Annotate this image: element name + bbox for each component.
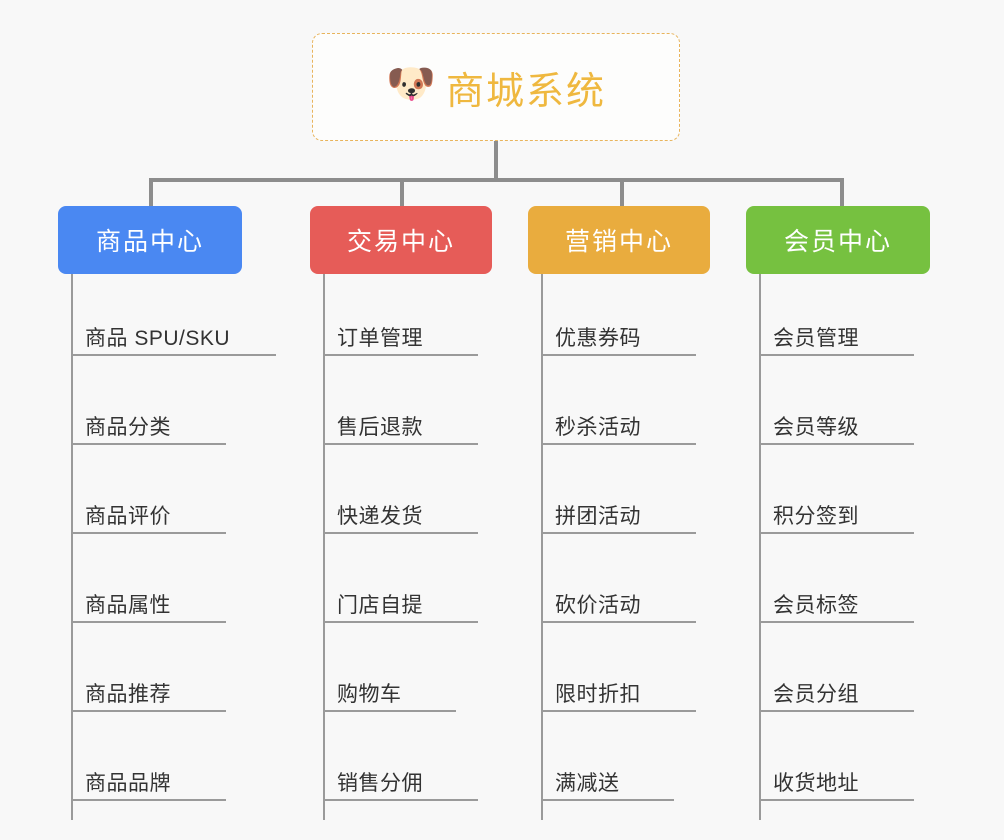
leaf-rail-4 bbox=[759, 274, 761, 820]
leaf-item[interactable]: 商品属性 bbox=[71, 577, 226, 623]
leaf-label: 收货地址 bbox=[773, 771, 859, 795]
leaf-item[interactable]: 商品 SPU/SKU bbox=[71, 310, 276, 356]
leaf-item[interactable]: 积分签到 bbox=[759, 488, 914, 534]
category-label-4: 会员中心 bbox=[783, 228, 892, 256]
leaf-item[interactable]: 会员管理 bbox=[759, 310, 914, 356]
leaf-rail-1 bbox=[71, 274, 73, 820]
leaf-rail-2 bbox=[323, 274, 325, 820]
category-box-3[interactable]: 营销中心 bbox=[528, 206, 710, 274]
leaf-item[interactable]: 拼团活动 bbox=[541, 488, 696, 534]
leaf-label: 商品 SPU/SKU bbox=[85, 326, 231, 350]
leaf-item[interactable]: 优惠券码 bbox=[541, 310, 696, 356]
category-drop-connector-4 bbox=[840, 178, 844, 208]
leaf-item[interactable]: 砍价活动 bbox=[541, 577, 696, 623]
category-box-1[interactable]: 商品中心 bbox=[58, 206, 242, 274]
leaf-label: 会员管理 bbox=[773, 326, 859, 350]
leaf-label: 商品评价 bbox=[85, 504, 171, 528]
category-drop-connector-3 bbox=[620, 178, 624, 208]
leaf-item[interactable]: 购物车 bbox=[323, 666, 456, 712]
shiba-inu-dog-face-icon: 🐶 bbox=[385, 62, 436, 106]
leaf-label: 商品推荐 bbox=[85, 682, 171, 706]
leaf-item[interactable]: 门店自提 bbox=[323, 577, 478, 623]
leaf-item[interactable]: 销售分佣 bbox=[323, 755, 478, 801]
leaf-label: 订单管理 bbox=[337, 326, 423, 350]
leaf-label: 会员等级 bbox=[773, 415, 859, 439]
leaf-item[interactable]: 商品推荐 bbox=[71, 666, 226, 712]
leaf-label: 商品分类 bbox=[85, 415, 171, 439]
leaf-item[interactable]: 商品品牌 bbox=[71, 755, 226, 801]
leaf-item[interactable]: 会员等级 bbox=[759, 399, 914, 445]
leaf-label: 积分签到 bbox=[773, 504, 859, 528]
category-label-1: 商品中心 bbox=[95, 228, 204, 256]
category-bus-connector bbox=[150, 178, 844, 182]
leaf-item[interactable]: 快递发货 bbox=[323, 488, 478, 534]
leaf-label: 限时折扣 bbox=[555, 682, 641, 706]
leaf-label: 优惠券码 bbox=[555, 326, 641, 350]
category-label-2: 交易中心 bbox=[346, 228, 455, 256]
leaf-item[interactable]: 商品评价 bbox=[71, 488, 226, 534]
root-stem-connector bbox=[494, 141, 498, 181]
category-drop-connector-1 bbox=[149, 178, 153, 208]
root-node-title: 商城系统 bbox=[445, 70, 606, 113]
leaf-item[interactable]: 售后退款 bbox=[323, 399, 478, 445]
leaf-item[interactable]: 会员标签 bbox=[759, 577, 914, 623]
leaf-label: 砍价活动 bbox=[555, 593, 641, 617]
category-label-3: 营销中心 bbox=[564, 228, 673, 256]
category-drop-connector-2 bbox=[400, 178, 404, 208]
leaf-rail-3 bbox=[541, 274, 543, 820]
leaf-label: 拼团活动 bbox=[555, 504, 641, 528]
leaf-label: 售后退款 bbox=[337, 415, 423, 439]
category-box-4[interactable]: 会员中心 bbox=[746, 206, 930, 274]
leaf-label: 商品属性 bbox=[85, 593, 171, 617]
leaf-item[interactable]: 会员分组 bbox=[759, 666, 914, 712]
leaf-item[interactable]: 收货地址 bbox=[759, 755, 914, 801]
leaf-label: 销售分佣 bbox=[337, 771, 423, 795]
leaf-item[interactable]: 限时折扣 bbox=[541, 666, 696, 712]
leaf-item[interactable]: 满减送 bbox=[541, 755, 674, 801]
leaf-item[interactable]: 商品分类 bbox=[71, 399, 226, 445]
category-box-2[interactable]: 交易中心 bbox=[310, 206, 492, 274]
leaf-item[interactable]: 秒杀活动 bbox=[541, 399, 696, 445]
leaf-label: 会员分组 bbox=[773, 682, 859, 706]
leaf-item[interactable]: 订单管理 bbox=[323, 310, 478, 356]
leaf-label: 会员标签 bbox=[773, 593, 859, 617]
leaf-label: 门店自提 bbox=[337, 593, 423, 617]
leaf-label: 商品品牌 bbox=[85, 771, 171, 795]
leaf-label: 快递发货 bbox=[337, 504, 423, 528]
leaf-label: 满减送 bbox=[555, 771, 620, 795]
leaf-label: 秒杀活动 bbox=[555, 415, 641, 439]
root-node[interactable]: 🐶 商城系统 bbox=[312, 33, 680, 141]
leaf-label: 购物车 bbox=[337, 682, 402, 706]
